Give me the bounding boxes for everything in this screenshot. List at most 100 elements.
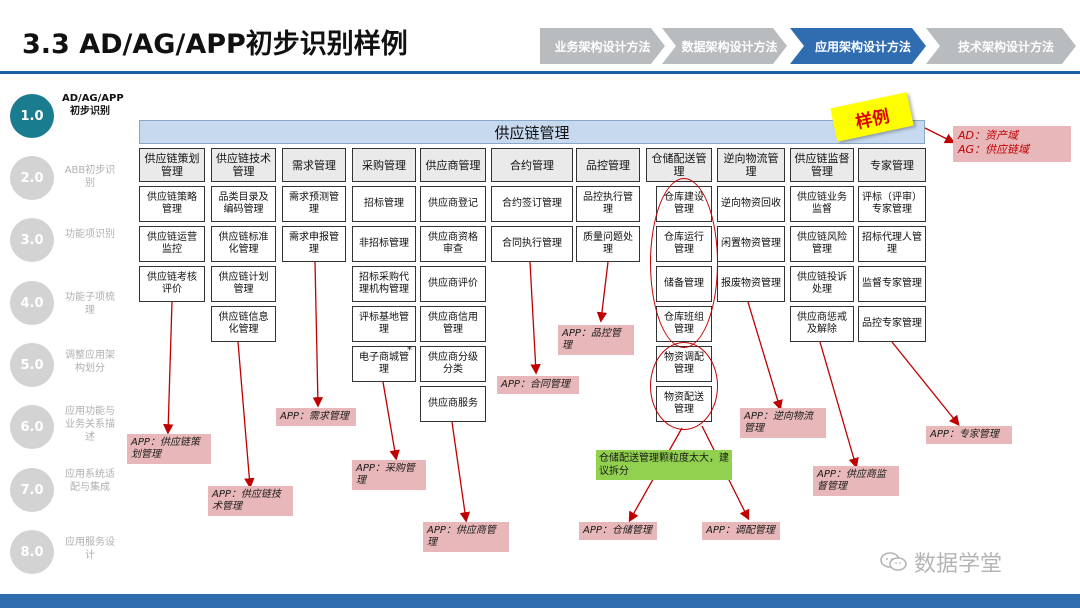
function-cell: 需求预测管理 xyxy=(282,186,346,222)
function-cell: 电子商城管理 xyxy=(352,346,416,382)
column-header: 品控管理 xyxy=(576,148,640,182)
app-label: APP：供应链策划管理 xyxy=(127,434,211,464)
app-label: APP：供应商管理 xyxy=(423,522,509,552)
app-label: APP：供应商监督管理 xyxy=(813,466,899,496)
function-cell: 合同执行管理 xyxy=(491,226,573,262)
title-divider xyxy=(0,71,1080,74)
legend-ag: AG：供应链域 xyxy=(958,143,1030,156)
watermark: 数据学堂 xyxy=(880,546,1002,578)
function-cell: 供应商评价 xyxy=(420,266,486,302)
page-title: 3.3 AD/AG/APP初步识别样例 xyxy=(22,29,408,60)
function-cell: 逆向物资回收 xyxy=(717,186,785,222)
function-cell: 非招标管理 xyxy=(352,226,416,262)
step-number-circle: 2.0 xyxy=(10,156,54,200)
column-header: 供应链技术管理 xyxy=(211,148,276,182)
footer-bar xyxy=(0,594,1080,608)
highlight-ellipse xyxy=(650,342,718,430)
step-number-circle: 7.0 xyxy=(10,468,54,512)
function-cell: 供应链业务监督 xyxy=(790,186,854,222)
step-business-arch[interactable]: 业务架构设计方法 xyxy=(540,28,665,64)
step-number-circle: 3.0 xyxy=(10,218,54,262)
column-header: 需求管理 xyxy=(282,148,346,182)
app-label: APP：专家管理 xyxy=(926,426,1012,444)
app-label: APP：需求管理 xyxy=(276,408,356,426)
highlight-ellipse xyxy=(650,178,718,348)
function-cell: 质量问题处理 xyxy=(576,226,640,262)
app-label: APP：逆向物流管理 xyxy=(740,408,826,438)
function-cell: 招标采购代理机构管理 xyxy=(352,266,416,302)
sidebar-item-label: ABB初步识别 xyxy=(64,165,116,189)
function-cell: 闲置物资管理 xyxy=(717,226,785,262)
function-cell: 供应链信息化管理 xyxy=(211,306,276,342)
app-label: APP：品控管理 xyxy=(558,325,634,355)
function-cell: 供应商资格审查 xyxy=(420,226,486,262)
function-cell: 评标（评审）专家管理 xyxy=(858,186,926,222)
step-number-circle: 6.0 xyxy=(10,405,54,449)
sidebar-item-2[interactable]: 2.0 ABB初步识别 xyxy=(10,156,120,206)
function-cell: 品控执行管理 xyxy=(576,186,640,222)
function-cell: 评标基地管理 xyxy=(352,306,416,342)
step-number-circle: 4.0 xyxy=(10,281,54,325)
function-cell: 供应链运营监控 xyxy=(139,226,205,262)
legend-ad: AD：资产域 xyxy=(958,129,1018,142)
column-header: 供应商管理 xyxy=(420,148,486,182)
app-label: APP：调配管理 xyxy=(702,522,780,540)
column-header: 合约管理 xyxy=(491,148,573,182)
function-cell: 供应商登记 xyxy=(420,186,486,222)
function-cell: 供应链投诉处理 xyxy=(790,266,854,302)
function-cell: 供应链考核评价 xyxy=(139,266,205,302)
app-label: APP：仓储管理 xyxy=(579,522,657,540)
function-cell: 招标管理 xyxy=(352,186,416,222)
legend-box: AD：资产域 AG：供应链域 xyxy=(953,126,1071,162)
app-label: APP：合同管理 xyxy=(497,376,579,394)
function-cell: 需求申报管理 xyxy=(282,226,346,262)
app-label: APP：采购管理 xyxy=(352,460,426,490)
sidebar-item-5[interactable]: 5.0 调整应用架构划分 xyxy=(10,343,120,393)
sidebar-item-8[interactable]: 8.0 应用服务设计 xyxy=(10,530,120,580)
function-cell: 供应链标准化管理 xyxy=(211,226,276,262)
function-cell: 品类目录及编码管理 xyxy=(211,186,276,222)
function-cell: 供应链风险管理 xyxy=(790,226,854,262)
sidebar-item-label: 功能项识别 xyxy=(65,229,115,240)
sidebar-item-3[interactable]: 3.0 功能项识别 xyxy=(10,218,120,268)
function-cell: 报废物资管理 xyxy=(717,266,785,302)
function-cell: 合约签订管理 xyxy=(491,186,573,222)
sidebar-item-4[interactable]: 4.0 功能子项梳理 xyxy=(10,281,120,331)
sidebar-item-1[interactable]: 1.0 AD/AG/APP初步识别 xyxy=(10,93,124,144)
step-data-arch[interactable]: 数据架构设计方法 xyxy=(662,28,787,64)
function-cell: 监督专家管理 xyxy=(858,266,926,302)
column-header: 仓储配送管理 xyxy=(646,148,712,182)
granularity-note: 仓储配送管理颗粒度太大，建议拆分 xyxy=(596,450,732,480)
step-number-circle: 5.0 xyxy=(10,343,54,387)
step-number-circle: 8.0 xyxy=(10,530,54,574)
sidebar-item-label: 功能子项梳理 xyxy=(65,292,115,316)
sidebar-item-label: 调整应用架构划分 xyxy=(65,350,115,374)
step-app-arch[interactable]: 应用架构设计方法 xyxy=(790,28,926,64)
function-cell: 供应链计划管理 xyxy=(211,266,276,302)
column-header: 供应链监督管理 xyxy=(790,148,854,182)
function-cell: 供应商服务 xyxy=(420,386,486,422)
column-header: 逆向物流管理 xyxy=(717,148,785,182)
function-cell: 招标代理人管理 xyxy=(858,226,926,262)
sidebar-item-7[interactable]: 7.0 应用系统适配与集成 xyxy=(10,468,120,518)
sidebar-item-label: 应用系统适配与集成 xyxy=(65,469,115,493)
function-cell: 供应商信用管理 xyxy=(420,306,486,342)
asterisk-mark: * xyxy=(407,345,412,356)
column-header: 专家管理 xyxy=(858,148,926,182)
sidebar-item-label: 应用功能与业务关系描述 xyxy=(65,406,115,443)
wechat-icon xyxy=(880,551,908,573)
step-tech-arch[interactable]: 技术架构设计方法 xyxy=(926,28,1076,64)
sidebar-item-6[interactable]: 6.0 应用功能与业务关系描述 xyxy=(10,405,120,455)
column-header: 采购管理 xyxy=(352,148,416,182)
function-cell: 供应链策略管理 xyxy=(139,186,205,222)
sidebar-item-label: AD/AG/APP初步识别 xyxy=(62,93,124,117)
watermark-text: 数据学堂 xyxy=(914,552,1003,577)
function-cell: 供应商分级分类 xyxy=(420,346,486,382)
sidebar-item-label: 应用服务设计 xyxy=(65,537,115,561)
function-cell: 品控专家管理 xyxy=(858,306,926,342)
function-cell: 供应商惩戒及解除 xyxy=(790,306,854,342)
column-header: 供应链策划管理 xyxy=(139,148,205,182)
app-label: APP：供应链技术管理 xyxy=(208,486,293,516)
supply-chain-header: 供应链管理 xyxy=(139,120,925,144)
